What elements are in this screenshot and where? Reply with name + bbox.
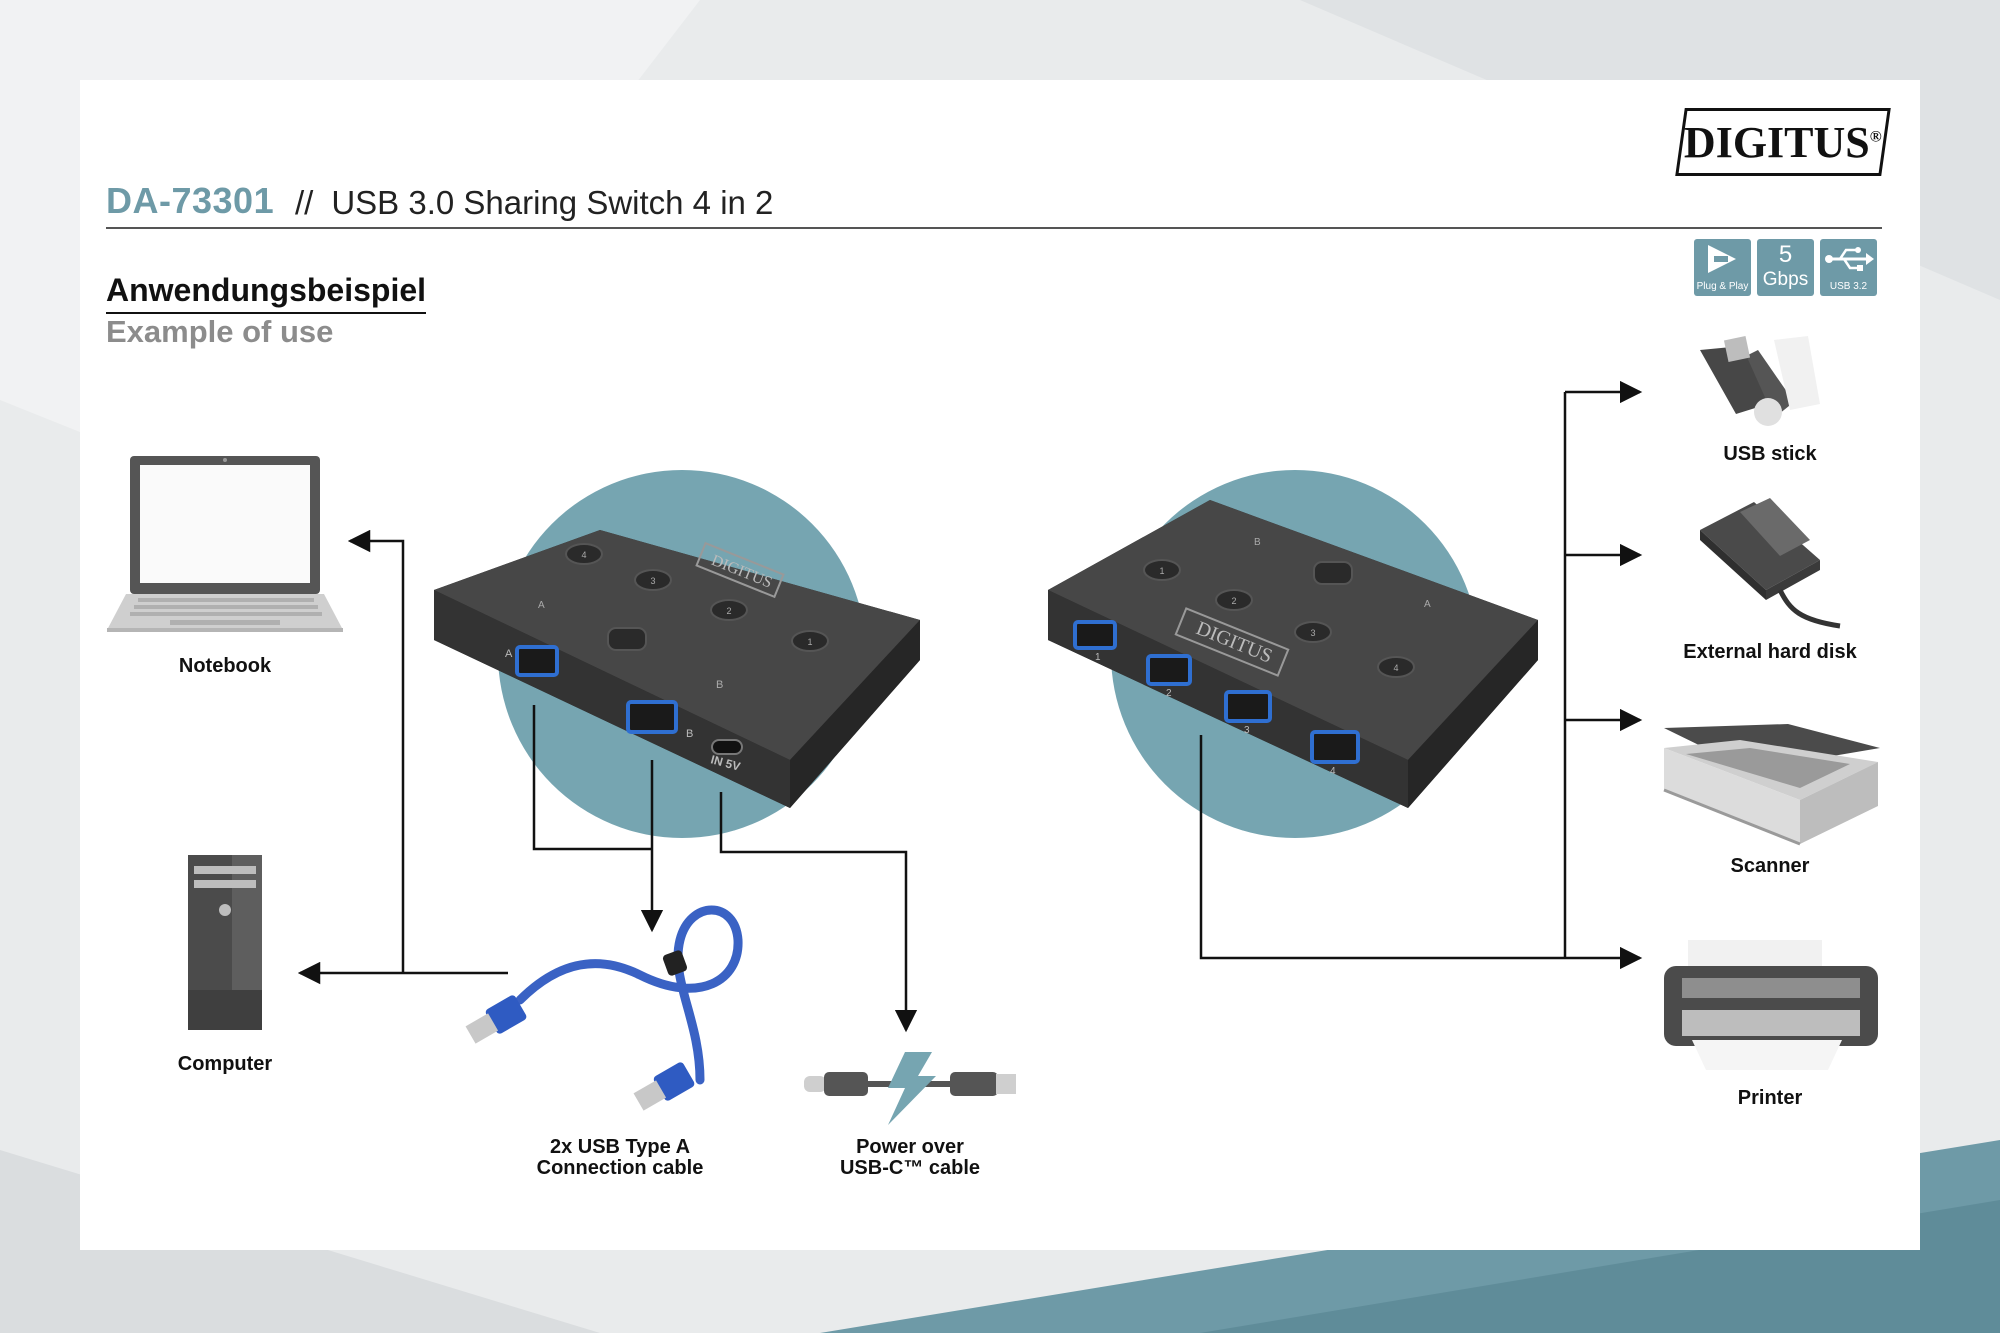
usb-trident-icon: [1825, 247, 1874, 271]
speed-unit: Gbps: [1762, 269, 1809, 290]
usb-version-badge: USB 3.2: [1820, 239, 1877, 296]
lightning-icon: [888, 1052, 936, 1125]
usb-a-cable-illustration: [465, 905, 743, 1111]
title-separator: //: [295, 184, 314, 221]
right-switch-port-2: [1146, 654, 1192, 686]
left-port-a-label: A: [505, 648, 513, 660]
notebook-illustration: [107, 456, 343, 632]
left-switch-toggle-button: [607, 627, 647, 651]
right-switch-toggle-button: [1313, 561, 1353, 585]
content-card: [80, 80, 1920, 1250]
left-port-b-label: B: [686, 728, 693, 740]
power-cable-illustration: [804, 1052, 1016, 1125]
right-switch-button-2: [1215, 589, 1253, 611]
left-switch-button-3: [634, 569, 672, 591]
power-cable-label: Power over USB-C™ cable: [800, 1137, 1020, 1179]
line-power: [719, 792, 918, 1033]
right-port-label-4: 4: [1330, 766, 1336, 777]
left-switch-port-a: [515, 645, 559, 677]
right-button-label-4: 4: [1393, 663, 1398, 673]
right-switch-port-1: [1073, 620, 1117, 650]
right-switch: DIGITUS B A 1 2 3 4 1 2 3 4: [1048, 500, 1538, 808]
right-button-label-2: 2: [1231, 596, 1236, 606]
speed-badge: 5 Gbps: [1757, 239, 1814, 296]
usb-stick-label: USB stick: [1723, 443, 1817, 465]
power-cable-label-line2: USB-C™ cable: [839, 1157, 981, 1179]
left-switch-button-4: [565, 543, 603, 565]
usb-a-cable-label-line2: Connection cable: [536, 1157, 704, 1179]
right-button-label-3: 3: [1310, 628, 1315, 638]
right-port-label-2: 2: [1166, 688, 1172, 699]
usb-stick-illustration: [1700, 335, 1820, 426]
left-button-label-2: 2: [726, 606, 731, 616]
right-switch-button-3: [1294, 621, 1332, 643]
model-number: DA-73301: [106, 180, 275, 221]
plug-play-icon: [1708, 245, 1736, 273]
left-switch-port-b: [626, 700, 678, 734]
computer-illustration: [188, 855, 262, 1030]
right-port-label-1: 1: [1095, 652, 1101, 663]
line-notebook-branch: [347, 529, 405, 973]
right-switch-port-3: [1224, 690, 1272, 723]
left-switch-usbc-port: [711, 739, 743, 755]
product-name: USB 3.0 Sharing Switch 4 in 2: [331, 184, 774, 221]
printer-illustration: [1664, 940, 1878, 1070]
left-button-label-1: 1: [807, 637, 812, 647]
left-switch: DIGITUS A B IN 5V A B 4 3 2 1: [434, 530, 920, 808]
left-button-label-3: 3: [650, 576, 655, 586]
left-led-b-label: B: [716, 679, 723, 691]
usb-version-label: USB 3.2: [1829, 281, 1868, 292]
section-heading-en: Example of use: [106, 314, 334, 349]
line-right-main: [1199, 735, 1643, 970]
plug-play-badge: Plug & Play: [1694, 239, 1751, 296]
printer-label: Printer: [1737, 1087, 1803, 1109]
left-switch-button-1: [791, 630, 829, 652]
speed-value: 5: [1778, 241, 1793, 268]
hard-disk-illustration: [1700, 498, 1841, 629]
hard-disk-label: External hard disk: [1683, 641, 1857, 663]
right-button-label-1: 1: [1159, 566, 1164, 576]
usb-a-cable-label: 2x USB Type A Connection cable: [510, 1137, 730, 1179]
title-rule: [106, 227, 1882, 229]
power-cable-label-line1: Power over: [856, 1136, 964, 1158]
right-switch-port-4: [1310, 730, 1360, 764]
right-port-label-3: 3: [1244, 725, 1250, 736]
right-led-a-label: A: [1424, 599, 1431, 610]
right-switch-button-1: [1143, 559, 1181, 581]
product-title: // USB 3.0 Sharing Switch 4 in 2: [295, 184, 773, 222]
usb-a-cable-label-line1: 2x USB Type A: [549, 1136, 691, 1158]
scanner-label: Scanner: [1730, 855, 1810, 877]
scanner-illustration: [1663, 724, 1880, 846]
plug-play-label: Plug & Play: [1696, 281, 1749, 292]
connector-lines: [297, 380, 1643, 1033]
left-led-a-label: A: [538, 600, 545, 611]
computer-label: Computer: [177, 1053, 273, 1075]
right-led-b-label: B: [1254, 537, 1261, 548]
left-switch-button-2: [710, 599, 748, 621]
notebook-label: Notebook: [178, 655, 272, 677]
left-button-label-4: 4: [581, 550, 586, 560]
section-heading-de: Anwendungsbeispiel: [106, 272, 427, 314]
right-switch-button-4: [1377, 656, 1415, 678]
line-port-a: [532, 705, 652, 851]
